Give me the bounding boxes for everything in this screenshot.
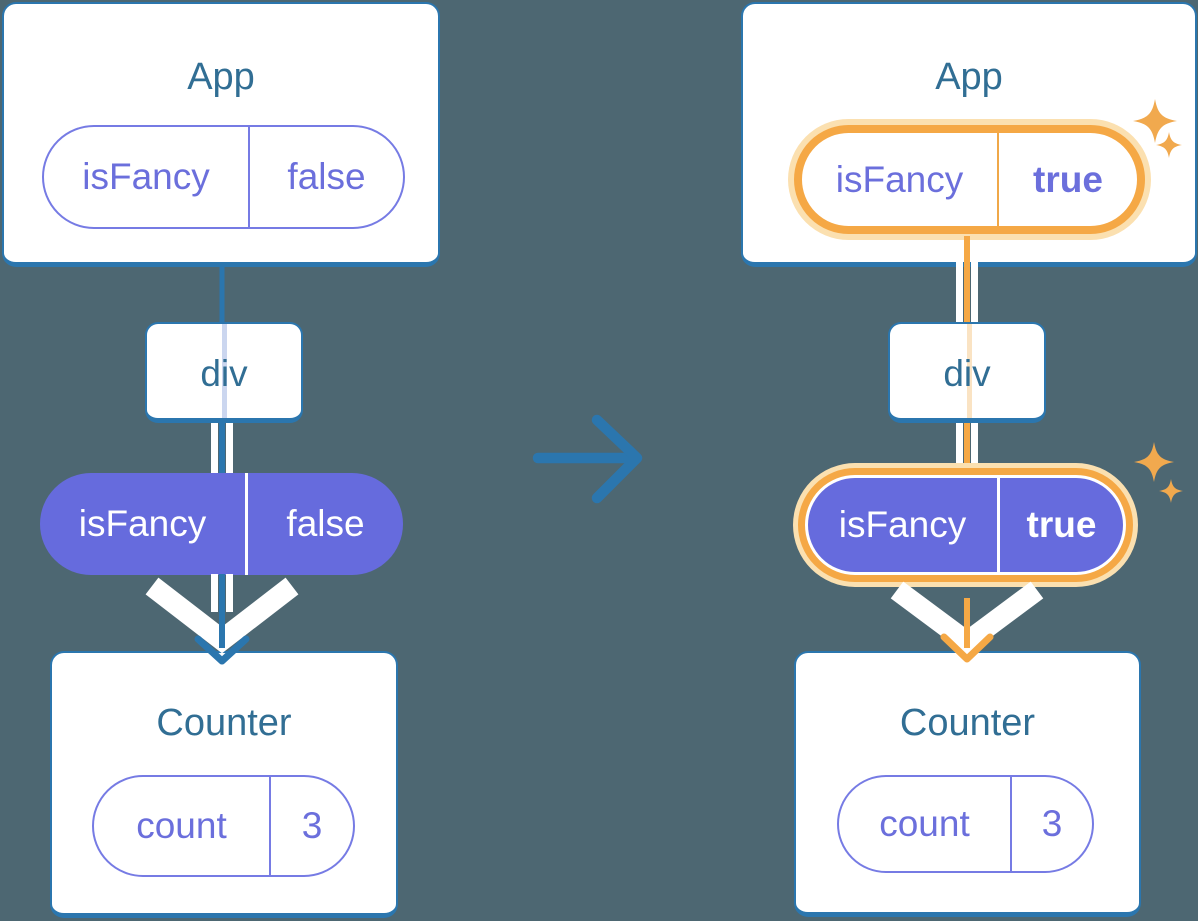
prop-value: true xyxy=(1026,504,1097,545)
transition-arrow-icon xyxy=(532,414,643,504)
counter-title: Counter xyxy=(899,702,1036,744)
state-pill-isfancy-before: isFancy false xyxy=(42,125,405,229)
flow-line-app-div-right xyxy=(956,266,978,326)
state-name: count xyxy=(94,777,271,875)
state-value: 3 xyxy=(301,805,323,846)
div-node-before: div xyxy=(145,322,303,423)
sparkle-icon xyxy=(1159,479,1183,503)
prop-pill-isfancy-before: isFancy false xyxy=(40,473,403,575)
flow-arrow-pill-counter-right xyxy=(890,581,1044,663)
counter-card-after: Counter count 3 xyxy=(794,651,1141,917)
prop-value: false xyxy=(286,503,365,544)
chevron-arrow-icon xyxy=(145,577,299,654)
state-value: 3 xyxy=(1041,803,1063,844)
sparkle-icon xyxy=(1134,442,1174,482)
div-label: div xyxy=(200,353,248,394)
app-card-before: App isFancy false xyxy=(2,2,440,267)
state-pill-count-after: count 3 xyxy=(837,775,1094,873)
app-title: App xyxy=(935,56,1003,98)
prop-pass-through-line xyxy=(222,324,227,418)
chevron-arrow-icon xyxy=(890,581,1044,656)
state-pill-isfancy-after: isFancy true xyxy=(794,125,1145,234)
state-value: false xyxy=(287,156,366,197)
state-pill-count-before: count 3 xyxy=(92,775,355,877)
counter-title: Counter xyxy=(156,702,292,744)
div-label: div xyxy=(943,353,991,394)
prop-pill-isfancy-after: isFancy true xyxy=(798,468,1133,582)
flow-arrow-pill-counter-left xyxy=(145,574,299,665)
state-name: isFancy xyxy=(44,127,250,227)
prop-pass-through-line xyxy=(967,324,972,418)
flow-line-div-pill-left xyxy=(211,418,233,480)
div-node-after: div xyxy=(888,322,1046,423)
app-title: App xyxy=(187,56,255,98)
state-name: count xyxy=(839,777,1012,871)
prop-name: isFancy xyxy=(808,478,1000,572)
counter-card-before: Counter count 3 xyxy=(50,651,398,918)
prop-name: isFancy xyxy=(40,473,248,575)
state-value: true xyxy=(1033,158,1103,200)
state-name: isFancy xyxy=(802,133,999,226)
app-card-after: App isFancy true xyxy=(741,2,1197,267)
